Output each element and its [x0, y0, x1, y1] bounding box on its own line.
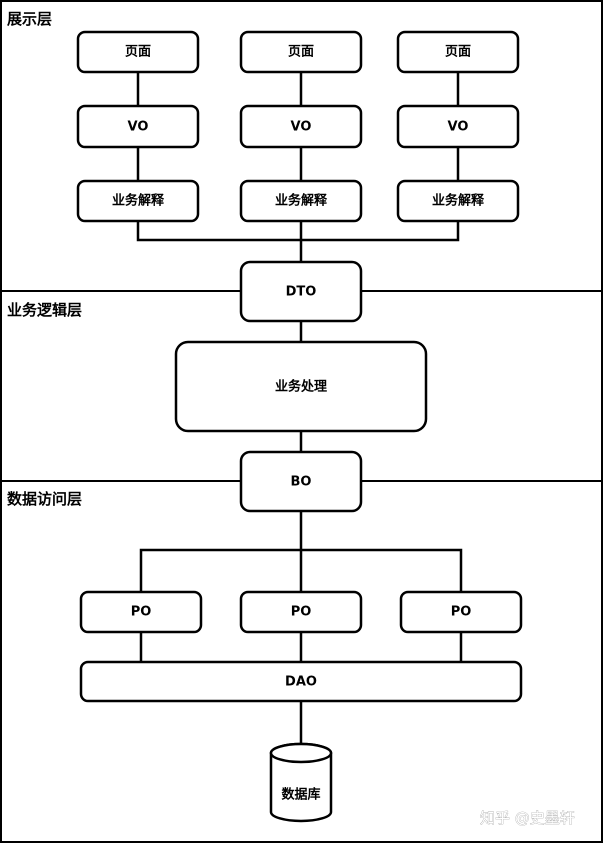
vo-label-2: VO — [291, 120, 312, 135]
database-label: 数据库 — [281, 787, 320, 803]
interpret-label-1: 业务解释 — [112, 193, 165, 209]
page-label-2: 页面 — [288, 45, 314, 60]
data-access-layer-title: 数据访问层 — [7, 490, 82, 508]
po-box-2 — [239, 590, 363, 634]
dto-label: DTO — [286, 285, 317, 300]
business-processing-box — [174, 340, 428, 433]
interpret-label-3: 业务解释 — [432, 193, 485, 209]
dto-box — [239, 260, 363, 323]
interpret-label-2: 业务解释 — [275, 193, 328, 209]
watermark: 知乎 @史墨轩 — [480, 809, 575, 827]
presentation-layer-title: 展示层 — [7, 10, 52, 28]
page-label-1: 页面 — [125, 45, 151, 60]
po-box-1 — [79, 590, 203, 634]
business-processing-label: 业务处理 — [275, 379, 327, 395]
page-box-2 — [239, 30, 363, 74]
vo-box-3 — [396, 104, 520, 149]
po-label-1: PO — [131, 605, 152, 620]
bo-box — [239, 450, 363, 513]
business-layer-title: 业务逻辑层 — [7, 301, 82, 319]
po-label-2: PO — [291, 605, 312, 620]
page-box-3 — [396, 30, 520, 74]
vo-label-3: VO — [448, 120, 469, 135]
po-box-3 — [399, 590, 523, 634]
page-box-1 — [76, 30, 200, 74]
connectors — [136, 72, 463, 744]
interpret-box-3 — [396, 179, 520, 223]
database-cylinder-icon — [269, 742, 333, 823]
vo-label-1: VO — [128, 120, 149, 135]
page-label-3: 页面 — [445, 45, 471, 60]
vo-box-1 — [76, 104, 200, 149]
po-label-3: PO — [451, 605, 472, 620]
dao-box — [79, 660, 523, 703]
interpret-box-2 — [239, 179, 363, 223]
interpret-box-1 — [76, 179, 200, 223]
vo-box-2 — [239, 104, 363, 149]
dao-label: DAO — [285, 675, 317, 690]
bo-label: BO — [291, 475, 312, 490]
